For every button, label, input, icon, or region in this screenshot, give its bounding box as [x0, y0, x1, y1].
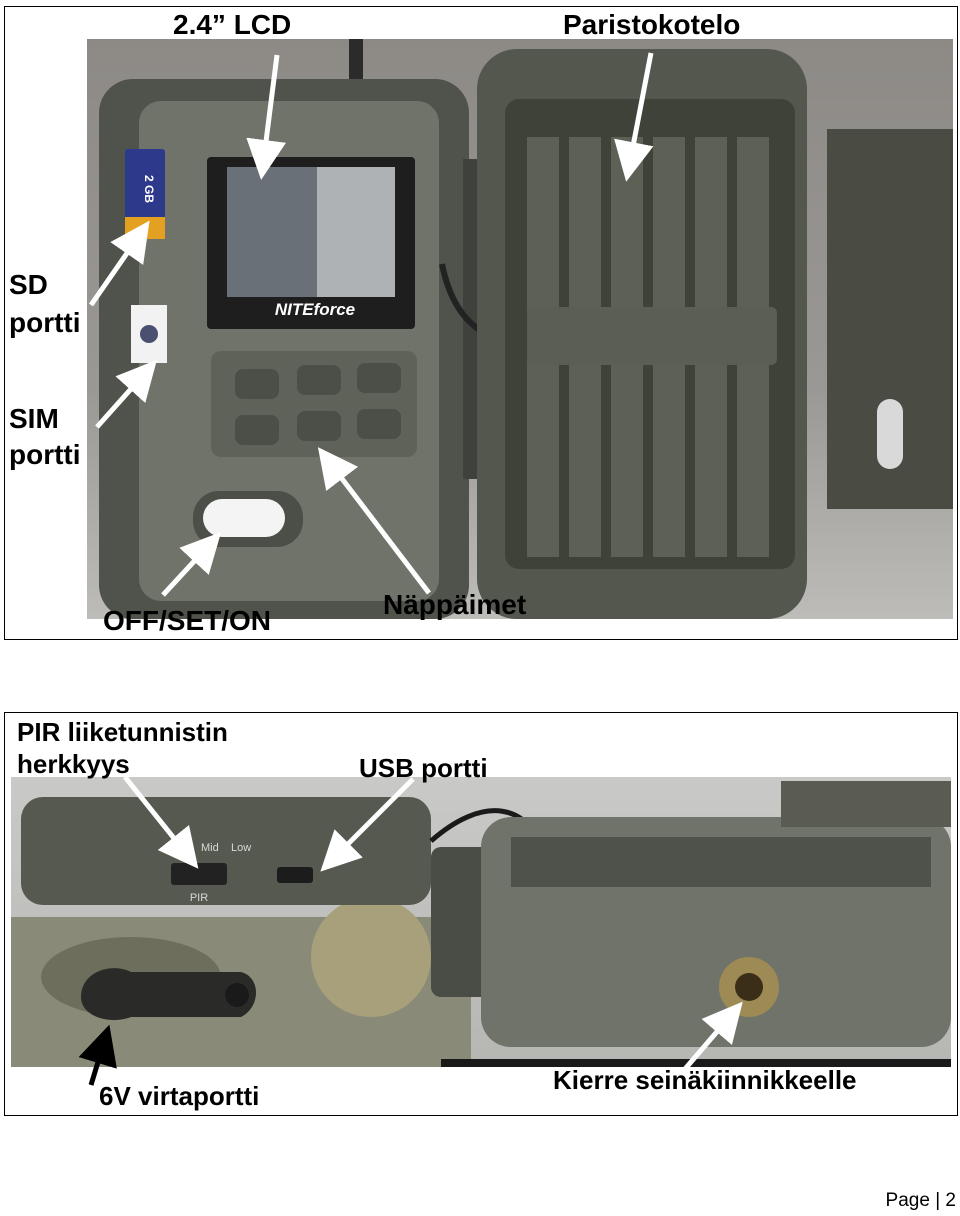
arrow-keys: [317, 447, 431, 595]
label-pir-line2: herkkyys: [17, 749, 130, 779]
sim-icon: [140, 325, 158, 343]
power-port-cover: [81, 968, 256, 1021]
page-label: Page |: [885, 1190, 941, 1211]
arrow-thread: [683, 1001, 743, 1071]
arrow-battery: [614, 52, 654, 182]
key-4: [235, 415, 279, 445]
brand-logo: NITEforce: [275, 300, 355, 319]
label-switch: OFF/SET/ON: [103, 605, 271, 636]
label-usb: USB portti: [359, 753, 488, 783]
label-sd-line1: SD: [9, 269, 48, 300]
sd-card: [125, 149, 165, 239]
camera-side-drawing: High Mid Low PIR: [11, 781, 951, 1067]
key-2: [297, 365, 341, 395]
battery-bracket: [527, 307, 777, 365]
switch-pos-mid: Mid: [201, 842, 219, 854]
arrow-switch: [161, 531, 222, 597]
label-sim-line1: SIM: [9, 403, 59, 434]
label-lcd: 2.4” LCD: [173, 9, 292, 40]
key-1: [235, 369, 279, 399]
label-battery: Paristokotelo: [563, 9, 741, 40]
page-footer: Page | 2: [886, 1190, 956, 1212]
callout-arrows-bottom: [78, 775, 743, 1086]
switch-pos-low: Low: [231, 842, 251, 854]
camera-front-photo: 2 GB NITEforce: [87, 39, 953, 619]
label-keys: Näppäimet: [383, 589, 527, 620]
switch-name: PIR: [190, 892, 208, 904]
arrow-usb: [320, 777, 415, 872]
label-pir-line1: PIR liiketunnistin: [17, 717, 228, 747]
label-power: 6V virtaportti: [99, 1081, 260, 1111]
key-3: [357, 363, 401, 393]
page-number: 2: [945, 1190, 956, 1211]
label-sd-line2: portti: [9, 307, 81, 338]
camera-unit: [21, 797, 431, 905]
key-6: [357, 409, 401, 439]
arrow-pir: [123, 775, 199, 869]
camera-front-drawing: 2 GB NITEforce: [99, 39, 953, 619]
callout-arrows-top: [88, 52, 654, 597]
label-thread: Kierre seinäkiinnikkeelle: [553, 1065, 857, 1095]
figure-camera-front: 2 GB NITEforce: [4, 6, 958, 640]
usb-port: [277, 867, 313, 883]
power-switch: [203, 499, 285, 537]
mounting-strap: [781, 781, 951, 827]
figure-camera-side: High Mid Low PIR: [4, 712, 958, 1116]
arrow-power: [78, 1024, 117, 1086]
sd-card-text: 2 GB: [142, 175, 156, 203]
antenna: [349, 39, 363, 79]
arrow-sim: [95, 359, 157, 429]
arrow-lcd: [246, 54, 286, 180]
hinge: [431, 847, 491, 997]
arrow-sd: [88, 220, 150, 307]
label-sim-line2: portti: [9, 439, 81, 470]
key-5: [297, 411, 341, 441]
